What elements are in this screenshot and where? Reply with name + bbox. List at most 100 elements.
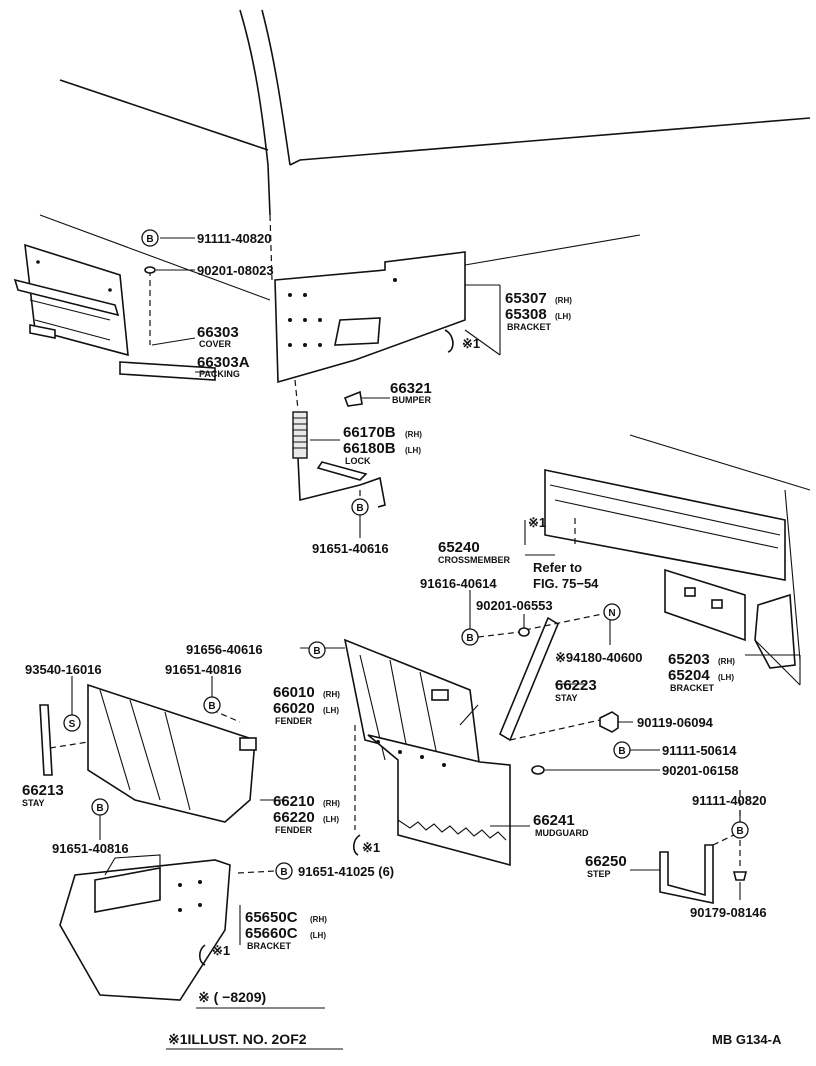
leader-lines (71, 237, 801, 945)
svg-text:B: B (466, 633, 473, 644)
svg-text:(LH): (LH) (405, 446, 421, 455)
svg-text:B: B (280, 867, 287, 878)
truck-body-outline (39, 9, 811, 661)
svg-text:B: B (313, 646, 320, 657)
svg-text:(RH): (RH) (718, 657, 735, 666)
svg-text:PACKING: PACKING (199, 369, 240, 379)
svg-text:FENDER: FENDER (275, 716, 313, 726)
star-mark-3: ※1 (362, 840, 380, 855)
svg-text:STAY: STAY (22, 798, 45, 808)
svg-text:66213: 66213 (22, 782, 64, 799)
label-65307-65308: 65307 (RH) 65308 (LH) BRACKET (505, 290, 572, 332)
crossmember-65240-drawing (544, 469, 796, 669)
label-90201-06158: 90201-06158 (531, 763, 739, 778)
label-66213: 66213 STAY (22, 782, 64, 808)
svg-text:65308: 65308 (505, 306, 547, 323)
label-66321: 66321 BUMPER (390, 380, 432, 405)
svg-text:LOCK: LOCK (345, 456, 371, 466)
svg-text:65307: 65307 (505, 290, 547, 307)
svg-text:B: B (618, 746, 625, 757)
svg-text:(RH): (RH) (310, 915, 327, 924)
footer-range: ※ ( −8209) (198, 989, 266, 1005)
svg-text:B: B (356, 503, 363, 514)
svg-text:90201-06553: 90201-06553 (476, 598, 553, 613)
footer-code: MB G134-A (712, 1032, 782, 1047)
refer-to-fig: Refer to FIG. 75−54 (533, 560, 599, 591)
svg-text:65203: 65203 (668, 651, 710, 668)
label-91651-40816-upper: 91651-40816 B (165, 662, 242, 714)
svg-text:(LH): (LH) (718, 673, 734, 682)
svg-text:65204: 65204 (668, 667, 710, 684)
label-66170b-66180b: 66170B (RH) 66180B (LH) LOCK (343, 424, 422, 466)
bumper-66321-drawing (343, 390, 363, 407)
svg-text:COVER: COVER (199, 339, 232, 349)
label-90201-06553: 90201-06553 (476, 598, 553, 613)
svg-text:66250: 66250 (585, 853, 627, 870)
star-mark-1: ※1 (462, 336, 480, 351)
svg-text:STAY: STAY (555, 693, 578, 703)
svg-text:90119-06094: 90119-06094 (637, 715, 714, 730)
bracket-65307-drawing (274, 251, 466, 384)
svg-text:91651-40616: 91651-40616 (312, 541, 389, 556)
svg-text:B: B (96, 803, 103, 814)
label-91111-40820-lower: 91111-40820 B (692, 793, 766, 839)
svg-text:91616-40614: 91616-40614 (420, 576, 497, 591)
svg-text:91651-41025 (6): 91651-41025 (6) (298, 864, 394, 879)
svg-text:(LH): (LH) (555, 312, 571, 321)
svg-text:91111-50614: 91111-50614 (662, 743, 737, 758)
svg-text:N: N (608, 608, 615, 619)
svg-text:STEP: STEP (587, 869, 611, 879)
svg-text:91111-40820: 91111-40820 (197, 231, 271, 246)
svg-text:90201-06158: 90201-06158 (662, 763, 739, 778)
lock-66170b-drawing (292, 411, 386, 508)
star-mark-4: ※1 (212, 943, 230, 958)
stay-66213-drawing (39, 704, 53, 776)
svg-text:90201-08023: 90201-08023 (197, 263, 274, 278)
svg-text:B: B (736, 826, 743, 837)
cover-66303-drawing (13, 243, 216, 381)
svg-text:B: B (146, 234, 153, 245)
svg-text:BRACKET: BRACKET (507, 322, 552, 332)
footer: ※ ( −8209) ※1ILLUST. NO. 2OF2 MB G134-A (166, 989, 782, 1050)
svg-text:91111-40820: 91111-40820 (692, 793, 766, 808)
svg-text:91651-40816: 91651-40816 (165, 662, 242, 677)
step-66250-drawing (659, 831, 741, 904)
svg-text:66220: 66220 (273, 809, 315, 826)
label-66010-66020: 66010 (RH) 66020 (LH) FENDER (273, 684, 340, 726)
svg-text:66170B: 66170B (343, 424, 396, 441)
svg-text:65660C: 65660C (245, 925, 298, 942)
svg-text:BRACKET: BRACKET (670, 683, 715, 693)
svg-text:MUDGUARD: MUDGUARD (535, 828, 589, 838)
label-90201-08023: 90201-08023 (197, 263, 274, 278)
svg-text:91656-40616: 91656-40616 (186, 642, 263, 657)
svg-text:66180B: 66180B (343, 440, 396, 457)
label-65240: 65240 CROSSMEMBER (438, 539, 511, 565)
svg-text:B: B (208, 701, 215, 712)
label-65203-65204: 65203 (RH) 65204 (LH) BRACKET (668, 651, 735, 693)
label-66250: 66250 STEP (585, 853, 627, 879)
label-94180-40600: N ※94180-40600 (555, 603, 643, 665)
svg-text:91651-40816: 91651-40816 (52, 841, 129, 856)
svg-text:65650C: 65650C (245, 909, 298, 926)
svg-text:BRACKET: BRACKET (247, 941, 292, 951)
svg-text:66210: 66210 (273, 793, 315, 810)
svg-text:65240: 65240 (438, 539, 480, 556)
svg-text:Refer to: Refer to (533, 560, 582, 575)
svg-text:93540-16016: 93540-16016 (25, 662, 102, 677)
svg-text:66321: 66321 (390, 380, 432, 397)
svg-text:66303A: 66303A (197, 354, 250, 371)
bracket-65650c-drawing (59, 854, 231, 1001)
svg-text:(RH): (RH) (323, 799, 340, 808)
label-93540-16016: 93540-16016 S (25, 662, 102, 732)
label-66210-66220: 66210 (RH) 66220 (LH) FENDER (273, 793, 340, 835)
svg-text:66020: 66020 (273, 700, 315, 717)
svg-text:CROSSMEMBER: CROSSMEMBER (438, 555, 511, 565)
label-91651-41025: B 91651-41025 (6) (275, 862, 394, 880)
label-91651-40816-lower: B 91651-40816 (52, 798, 129, 856)
label-66303: 66303 COVER (197, 324, 239, 349)
svg-text:66223: 66223 (555, 677, 597, 694)
svg-text:(RH): (RH) (323, 690, 340, 699)
label-66303a: 66303A PACKING (197, 354, 250, 379)
label-90179-08146: 90179-08146 (690, 905, 767, 920)
mudguard-66241-drawing (367, 734, 511, 867)
